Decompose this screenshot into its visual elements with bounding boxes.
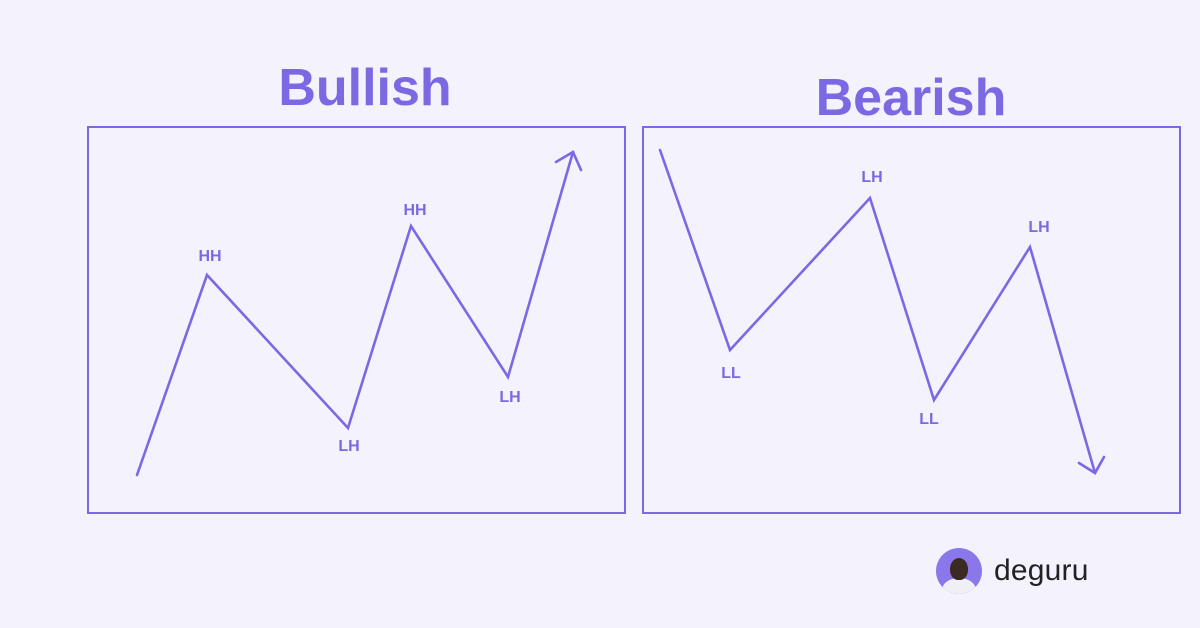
bullish-trend-line [135,150,575,477]
bearish-title: Bearish [815,69,1007,127]
bullish-label-lh-1: LH [338,438,359,455]
brand-logo: deguru [936,548,1089,594]
bearish-label-ll-1: LL [721,365,741,382]
bullish-panel [87,126,626,514]
bearish-label-ll-2: LL [919,411,939,428]
bearish-panel [642,126,1181,514]
person-avatar-icon [936,548,982,594]
bullish-arrowhead-icon [554,150,583,172]
bullish-label-lh-2: LH [499,389,520,406]
bullish-label-hh-1: HH [198,248,221,265]
bullish-title: Bullish [278,59,452,117]
bearish-label-lh-2: LH [1028,219,1049,236]
bullish-label-hh-2: HH [403,202,426,219]
bearish-arrowhead-icon [1077,455,1106,475]
bearish-label-lh-1: LH [861,169,882,186]
brand-name: deguru [994,554,1089,587]
bearish-trend-line [658,148,1097,475]
